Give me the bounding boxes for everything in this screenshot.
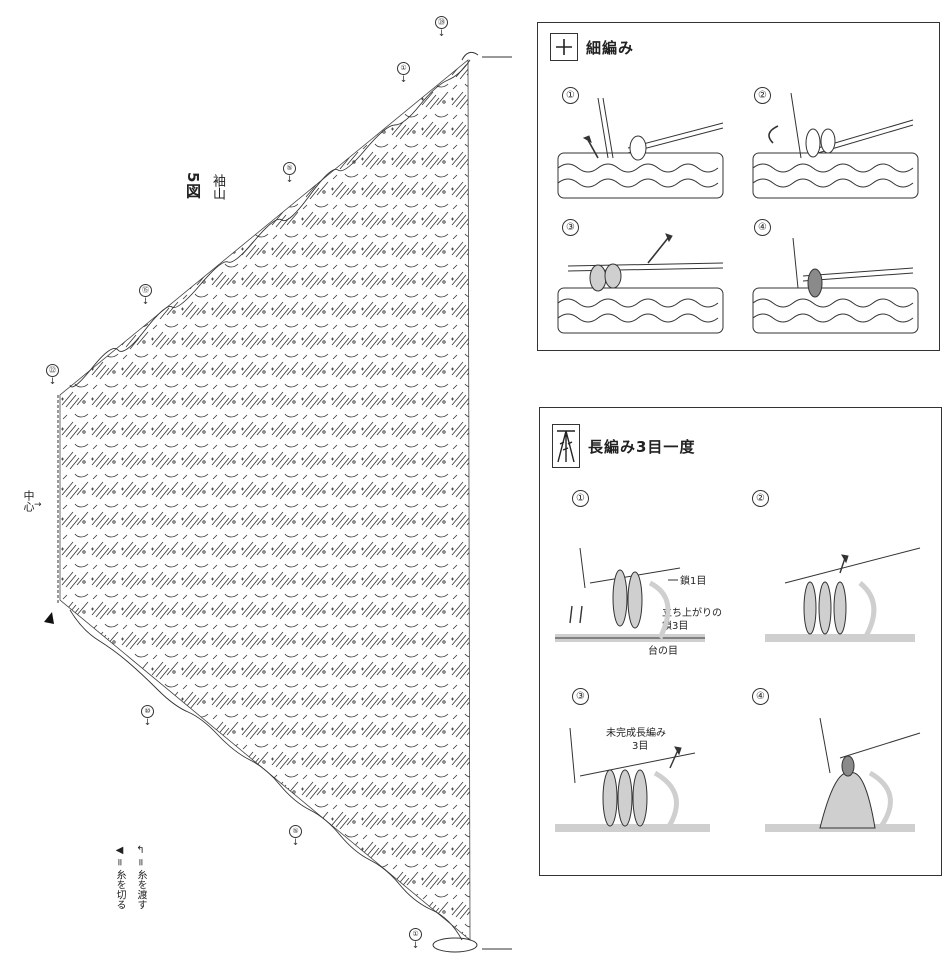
callout-unfinished-a: 未完成長編み bbox=[606, 728, 666, 739]
cut-triangle-icon: ◀ bbox=[115, 845, 124, 856]
dc-step-3: ③ bbox=[572, 688, 589, 705]
dc3tog-illustrations bbox=[555, 547, 921, 832]
row-marker-1-bottom: ①↓ bbox=[409, 928, 422, 951]
dc-illus-3 bbox=[555, 727, 710, 832]
row-marker-22: ㉒↓ bbox=[46, 364, 59, 387]
sc-fabric-1 bbox=[557, 97, 724, 199]
legend: ◀ = 糸を切る ↰ = 糸を渡す bbox=[112, 845, 148, 910]
single-crochet-panel: 細編み ① ② ③ ④ bbox=[537, 22, 940, 351]
figure-label: 5図 bbox=[184, 172, 202, 200]
callout-turning-chain-b: 鎖3目 bbox=[662, 621, 689, 632]
dc-step-4: ④ bbox=[752, 688, 769, 705]
dc-illus-1 bbox=[555, 547, 705, 642]
dc3tog-symbol-icon bbox=[552, 424, 580, 468]
sc-illustrations bbox=[557, 92, 919, 334]
dc-illus-4 bbox=[765, 717, 921, 832]
sc-fabric-2 bbox=[752, 92, 919, 199]
callout-turning-chain-a: 立ち上がりの bbox=[662, 608, 722, 619]
single-crochet-title: 細編み bbox=[586, 38, 635, 57]
dc3tog-title: 長編み3目一度 bbox=[588, 437, 696, 456]
callout-chain-1: 鎖1目 bbox=[680, 576, 707, 587]
dc3tog-panel: 長編み3目一度 ① ② ③ ④ 鎖1目 立ち上がりの 鎖3目 台の目 未完成長編… bbox=[539, 407, 942, 876]
sc-fabric-3 bbox=[557, 233, 724, 334]
sc-fabric-4 bbox=[752, 237, 919, 334]
callout-base-stitch: 台の目 bbox=[648, 646, 678, 657]
row-marker-15: ⑮↓ bbox=[139, 284, 152, 307]
callout-unfinished-b: 3目 bbox=[632, 741, 649, 752]
row-marker-5-top: ⑤↓ bbox=[283, 162, 296, 185]
dc3tog-header: 長編み3目一度 bbox=[552, 424, 695, 468]
legend-pass: ↰ = 糸を渡す bbox=[135, 845, 146, 910]
row-marker-5-bottom: ⑤↓ bbox=[289, 825, 302, 848]
sc-step-3: ③ bbox=[562, 219, 579, 236]
pass-arrow-icon: ↰ bbox=[136, 845, 145, 856]
row-marker-1-top: ①↓ bbox=[397, 62, 410, 85]
dc-step-2: ② bbox=[752, 490, 769, 507]
center-label: 中心 bbox=[22, 490, 35, 512]
sc-step-4: ④ bbox=[754, 219, 771, 236]
row-marker-28: ㉘↓ bbox=[435, 16, 448, 39]
center-arrow-icon: → bbox=[34, 500, 42, 510]
dc-step-1: ① bbox=[572, 490, 589, 507]
sleeve-cap-chart bbox=[44, 51, 512, 953]
cut-yarn-mark bbox=[44, 612, 54, 624]
single-crochet-symbol-icon bbox=[550, 33, 578, 61]
sc-step-2: ② bbox=[754, 87, 771, 104]
sc-step-1: ① bbox=[562, 87, 579, 104]
figure-sub: 袖山 bbox=[210, 174, 225, 200]
row-marker-10: ⑩↓ bbox=[141, 705, 154, 728]
single-crochet-header: 細編み bbox=[550, 33, 634, 61]
dc-illus-2 bbox=[765, 547, 921, 642]
chart-body bbox=[59, 59, 471, 941]
legend-cut: ◀ = 糸を切る bbox=[114, 845, 125, 910]
